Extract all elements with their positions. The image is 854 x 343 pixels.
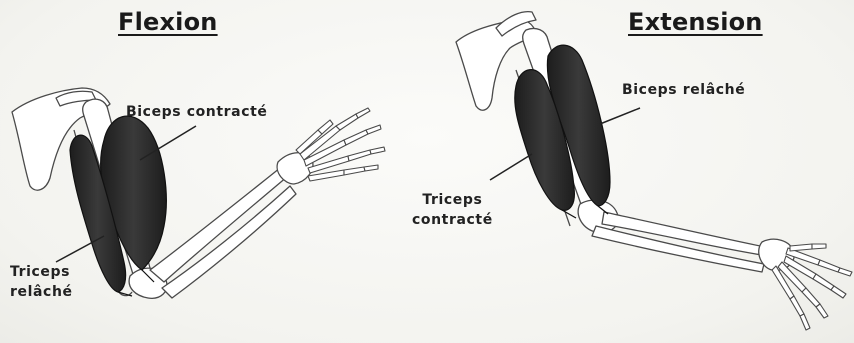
- extension-triceps-label-line1: Triceps: [412, 190, 493, 210]
- flexion-triceps-label: Triceps relâché: [10, 262, 73, 302]
- flexion-biceps-label: Biceps contracté: [126, 102, 268, 122]
- flexion-triceps-label-line2: relâché: [10, 282, 73, 302]
- flexion-triceps-label-line1: Triceps: [10, 262, 73, 282]
- flexion-hand: [296, 108, 385, 181]
- extension-triceps-label-line2: contracté: [412, 210, 493, 230]
- extension-arm: [456, 12, 852, 330]
- flexion-radius: [150, 168, 288, 282]
- extension-triceps-pointer: [490, 154, 532, 180]
- extension-muscles: [515, 45, 610, 218]
- flexion-ulna: [162, 186, 296, 298]
- extension-biceps-label: Biceps relâché: [622, 80, 745, 100]
- extension-triceps-label: Triceps contracté: [412, 190, 493, 230]
- extension-biceps-pointer: [600, 108, 640, 124]
